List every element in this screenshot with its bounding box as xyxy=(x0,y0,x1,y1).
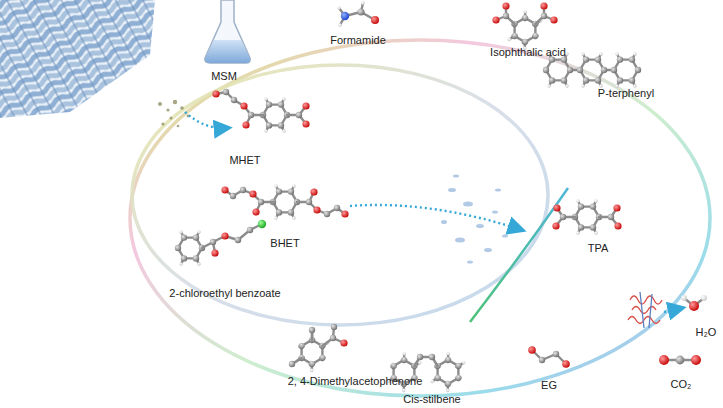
molecule-label: P-terphenyl xyxy=(598,87,654,100)
molecule-label: TPA xyxy=(588,242,609,255)
molecule-label: BHET xyxy=(270,237,299,250)
molecule-label: MSM xyxy=(211,70,237,83)
molecule-label: H₂O xyxy=(696,326,717,339)
molecule-label: EG xyxy=(541,379,557,392)
molecule-label: CO₂ xyxy=(671,378,692,391)
molecule-label: 2, 4-Dimethylacetophenone xyxy=(288,375,423,388)
molecule-label: 2-chloroethyl benzoate xyxy=(169,287,280,300)
molecule-label: Isophthalic acid xyxy=(490,46,566,59)
molecule-label: MHET xyxy=(229,154,260,167)
molecule-label: Cis-stilbene xyxy=(403,393,460,406)
molecule-label: Formamide xyxy=(330,34,386,47)
